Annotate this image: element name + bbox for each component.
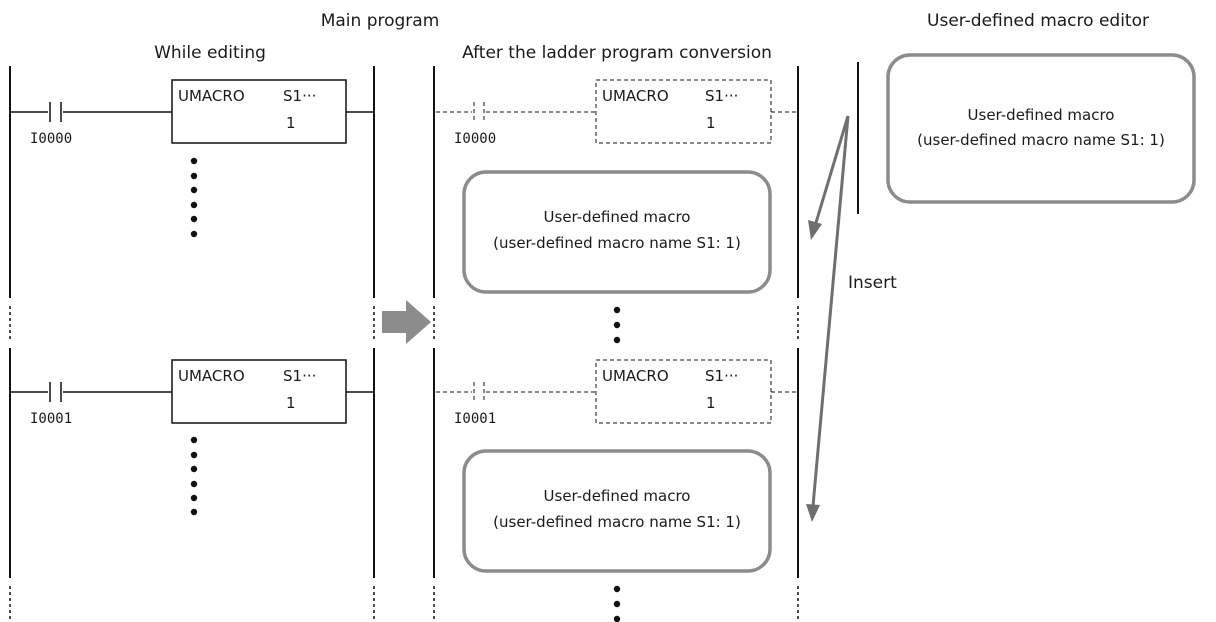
umacro-mnemonic: UMACRO [602,367,669,385]
continuation-dots [190,157,198,238]
macro-block-title: User-defined macro [544,487,691,505]
inserted-macro-block-1: User-defined macro (user-defined macro n… [462,170,772,294]
editor-macro-block[interactable]: User-defined macro (user-defined macro n… [886,53,1196,204]
macro-block-name: (user-defined macro name S1: 1) [917,131,1165,149]
continuation-dots [613,306,621,344]
umacro-mnemonic: UMACRO [178,367,245,385]
converted-rung-2: UMACRO S1··· 1 I0001 [436,359,798,427]
macro-block-title: User-defined macro [968,106,1115,124]
continuation-dots [613,585,621,622]
header-macro-editor: User-defined macro editor [927,11,1149,31]
umacro-value: 1 [706,394,716,412]
insert-arrowhead-icon [808,220,822,240]
umacro-value: 1 [286,114,296,132]
header-while-editing: While editing [154,43,266,63]
insert-arrowhead-icon [806,504,820,522]
insert-arrow-line [811,115,850,507]
macro-block-title: User-defined macro [544,208,691,226]
inserted-macro-block-2: User-defined macro (user-defined macro n… [462,449,772,573]
insert-arrow-line [813,115,850,227]
insert-label: Insert [848,273,897,293]
umacro-value: 1 [706,114,716,132]
umacro-operand: S1··· [705,367,738,385]
umacro-mnemonic: UMACRO [178,87,245,105]
insert-arrows [806,115,850,522]
umacro-mnemonic: UMACRO [602,87,669,105]
input-label: I0000 [30,131,72,147]
umacro-instruction-box-converted [595,79,772,144]
macro-block-name: (user-defined macro name S1: 1) [493,234,741,252]
macro-block [462,449,772,573]
panel-after-conversion: UMACRO S1··· 1 I0000 User-defined macro … [433,66,799,622]
conversion-arrow-icon [382,300,431,344]
panel-while-editing: UMACRO S1··· 1 I0000 UMACRO S1··· 1 [9,66,375,622]
rung-2: UMACRO S1··· 1 I0001 [10,359,374,516]
input-label: I0001 [30,411,72,427]
header-main-program: Main program [321,11,440,31]
header-after-conversion: After the ladder program conversion [462,43,772,63]
rung-1: UMACRO S1··· 1 I0000 [10,79,374,238]
input-label: I0001 [454,411,496,427]
umacro-operand: S1··· [283,367,316,385]
umacro-value: 1 [286,394,296,412]
umacro-operand: S1··· [705,87,738,105]
continuation-dots [190,436,198,516]
converted-rung-1: UMACRO S1··· 1 I0000 [436,79,798,147]
macro-block[interactable] [886,53,1196,204]
panel-macro-editor: User-defined macro (user-defined macro n… [857,53,1196,214]
umacro-operand: S1··· [283,87,316,105]
input-label: I0000 [454,131,496,147]
macro-block [462,170,772,294]
macro-block-name: (user-defined macro name S1: 1) [493,513,741,531]
